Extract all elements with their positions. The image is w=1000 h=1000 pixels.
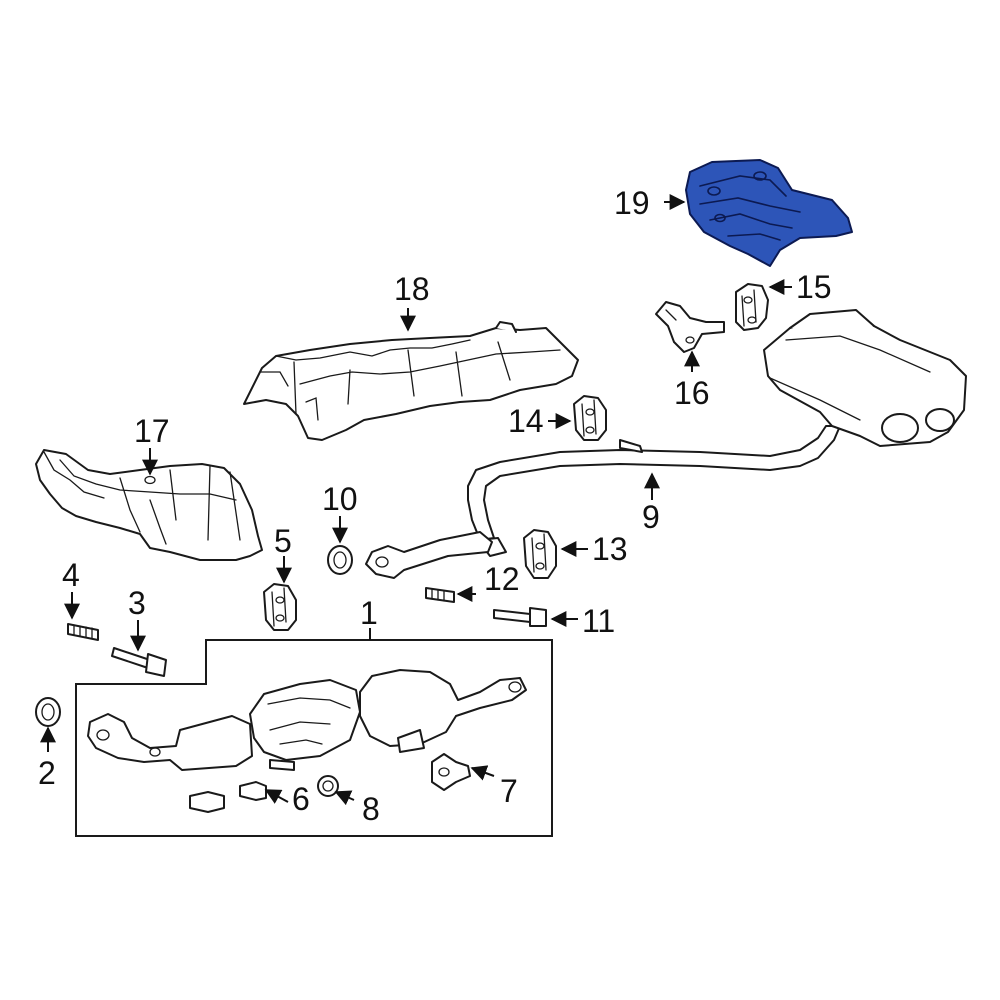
part-11-bolt[interactable] bbox=[493, 607, 547, 627]
part-9-tailpipe-muffler[interactable] bbox=[467, 309, 967, 557]
callout-8[interactable]: 8 bbox=[362, 791, 380, 827]
callout-15[interactable]: 15 bbox=[796, 269, 832, 305]
part-15-hanger[interactable] bbox=[735, 283, 769, 331]
part-1-converter-assembly[interactable] bbox=[75, 639, 553, 837]
part-8-gasket[interactable] bbox=[317, 775, 339, 797]
callout-5[interactable]: 5 bbox=[274, 523, 292, 559]
leader-6 bbox=[264, 789, 289, 804]
part-center-pipe[interactable] bbox=[365, 531, 493, 579]
leader-7 bbox=[470, 765, 495, 781]
callout-18[interactable]: 18 bbox=[394, 271, 430, 307]
part-17-heat-shield[interactable] bbox=[35, 449, 263, 561]
part-14-hanger[interactable] bbox=[573, 395, 607, 441]
part-5-hanger[interactable] bbox=[263, 583, 297, 631]
part-2-gasket[interactable] bbox=[35, 697, 61, 727]
callout-16[interactable]: 16 bbox=[674, 375, 710, 411]
part-3-bolt[interactable] bbox=[111, 647, 167, 677]
callout-11[interactable]: 11 bbox=[582, 603, 615, 639]
leader-lines bbox=[40, 194, 792, 806]
part-10-gasket[interactable] bbox=[327, 545, 353, 575]
callout-19[interactable]: 19 bbox=[614, 185, 650, 221]
callout-7[interactable]: 7 bbox=[500, 773, 518, 809]
part-4-stud[interactable] bbox=[67, 623, 99, 641]
callout-1[interactable]: 1 bbox=[360, 595, 378, 631]
callout-6[interactable]: 6 bbox=[292, 781, 310, 817]
callout-12[interactable]: 12 bbox=[484, 561, 520, 597]
callout-17[interactable]: 17 bbox=[134, 413, 170, 449]
callout-3[interactable]: 3 bbox=[128, 585, 146, 621]
part-6-bolt[interactable] bbox=[189, 781, 267, 813]
part-13-hanger[interactable] bbox=[523, 529, 557, 579]
part-18-heat-shield[interactable] bbox=[243, 321, 579, 441]
callout-13[interactable]: 13 bbox=[592, 531, 628, 567]
part-19-heat-shield[interactable] bbox=[685, 159, 853, 267]
part-12-stud[interactable] bbox=[425, 587, 455, 603]
leader-8 bbox=[334, 790, 355, 806]
part-16-bracket[interactable] bbox=[655, 301, 725, 353]
callout-2[interactable]: 2 bbox=[38, 755, 56, 791]
callout-4[interactable]: 4 bbox=[62, 557, 80, 593]
callout-labels: 19 18 17 15 16 14 9 13 10 12 11 5 4 3 2 … bbox=[38, 185, 832, 827]
callout-9[interactable]: 9 bbox=[642, 499, 660, 535]
callout-14[interactable]: 14 bbox=[508, 403, 544, 439]
callout-10[interactable]: 10 bbox=[322, 481, 358, 517]
part-7-sensor[interactable] bbox=[431, 753, 471, 791]
